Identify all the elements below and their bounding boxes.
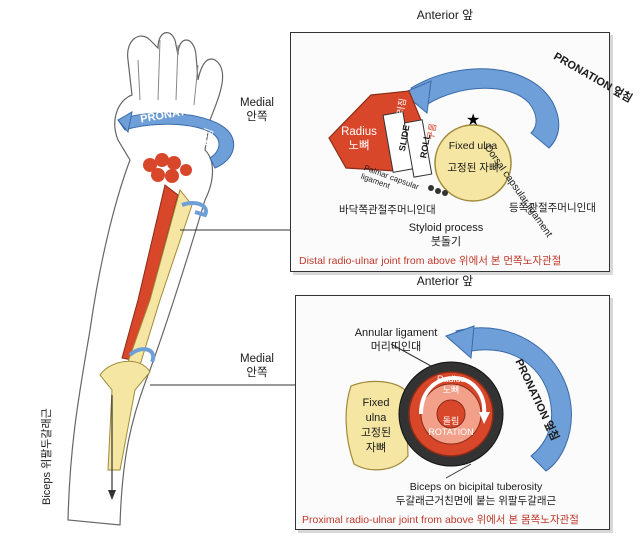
rotation-label: 돌림 ROTATION bbox=[421, 416, 481, 438]
proximal-fixed-ko-2: 자뼈 bbox=[365, 442, 387, 454]
medial-mid-ko: 안쪽 bbox=[246, 367, 268, 379]
styloid-en: Styloid process bbox=[408, 222, 484, 234]
biceps-pointer bbox=[445, 463, 472, 479]
medial-mid-label: Medial 안쪽 bbox=[232, 352, 282, 380]
proximal-radius-en: Radius bbox=[436, 374, 465, 384]
medial-mid-en: Medial bbox=[240, 353, 274, 365]
distal-fixed-ulna-en: Fixed ulna bbox=[448, 140, 498, 152]
biceps-tuberosity-en: Biceps on bicipital tuberosity bbox=[409, 481, 543, 493]
proximal-anterior-label: Anterior 앞 bbox=[416, 274, 474, 288]
distal-fixed-ulna-label: Fixed ulna 고정된 자뼈 bbox=[441, 139, 505, 175]
proximal-radius-label: Radius 노뼈 bbox=[431, 374, 471, 396]
distal-fixed-ulna-ko: 고정된 자뼈 bbox=[447, 162, 499, 174]
proximal-panel: Annular ligament 머리띠인대 PRONATION 엎침 Fixe… bbox=[295, 295, 610, 530]
medial-top-ko: 안쪽 bbox=[246, 111, 268, 123]
roll-bar bbox=[403, 119, 433, 178]
proximal-fixed-ko-1: 고정된 bbox=[360, 427, 392, 439]
biceps-label: Biceps 위팔두갈래근 bbox=[41, 408, 53, 505]
distal-panel: ★ PRONATION 엎침 Radius 노뼈 미끄러짐 SLIDE ROLL… bbox=[290, 32, 634, 272]
proximal-joint-drawing bbox=[345, 325, 572, 479]
distal-radius-label: Radius 노뼈 bbox=[329, 125, 389, 153]
proximal-ulna-bone bbox=[345, 380, 409, 471]
biceps-tuberosity-ko: 두갈래근거친면에 붙는 위팔두갈래근 bbox=[395, 495, 557, 507]
styloid-dots bbox=[428, 185, 448, 196]
distal-radius-en: Radius bbox=[341, 126, 377, 138]
distal-caption: Distal radio-ulnar joint from above 위에서 … bbox=[299, 255, 562, 267]
rotation-ko: 돌림 bbox=[442, 416, 460, 426]
medial-top-en: Medial bbox=[240, 97, 274, 109]
star-marker: ★ bbox=[466, 112, 480, 129]
proximal-fixed-ulna-label: Fixed ulna 고정된 자뼈 bbox=[351, 396, 401, 456]
proximal-fixed-en-1: Fixed bbox=[362, 397, 390, 409]
rotation-en: ROTATION bbox=[428, 427, 474, 437]
distal-pronation-arrow bbox=[410, 68, 560, 149]
distal-anterior-label: Anterior 앞 bbox=[416, 8, 474, 22]
elbow-rotation-arrow bbox=[128, 347, 156, 363]
hand-pronation-arrow bbox=[117, 112, 235, 169]
styloid-label: Styloid process 붓돌기 bbox=[391, 221, 501, 249]
distal-radius-ko: 노뼈 bbox=[348, 140, 370, 152]
dorsal-capsular-ko-label: 등쪽관절주머니인대 bbox=[509, 202, 596, 214]
annular-pointer bbox=[390, 343, 432, 367]
proximal-radius-ko: 노뼈 bbox=[442, 385, 460, 395]
proximal-pronation-arrow bbox=[455, 327, 572, 472]
wrist-rotation-arrow bbox=[181, 201, 208, 218]
proximal-fixed-en-2: ulna bbox=[365, 412, 387, 424]
palmar-capsular-ko-label: 바닥쪽관절주머니인대 bbox=[339, 204, 436, 216]
distal-ulna-bone bbox=[434, 124, 512, 202]
medial-top-label: Medial 안쪽 bbox=[232, 96, 282, 124]
rotation-arrow bbox=[419, 375, 487, 415]
biceps-tuberosity-label: Biceps on bicipital tuberosity 두갈래근거친면에 … bbox=[366, 480, 586, 508]
proximal-caption: Proximal radio-ulnar joint from above 위에… bbox=[302, 514, 579, 526]
annular-ko: 머리띠인대 bbox=[370, 341, 422, 353]
distal-joint-drawing: ★ bbox=[328, 68, 560, 202]
styloid-ko: 붓돌기 bbox=[430, 236, 462, 248]
annular-en: Annular ligament bbox=[354, 327, 438, 339]
annular-label: Annular ligament 머리띠인대 bbox=[336, 326, 456, 354]
carpal-bones bbox=[143, 153, 192, 183]
fingers bbox=[137, 39, 199, 106]
